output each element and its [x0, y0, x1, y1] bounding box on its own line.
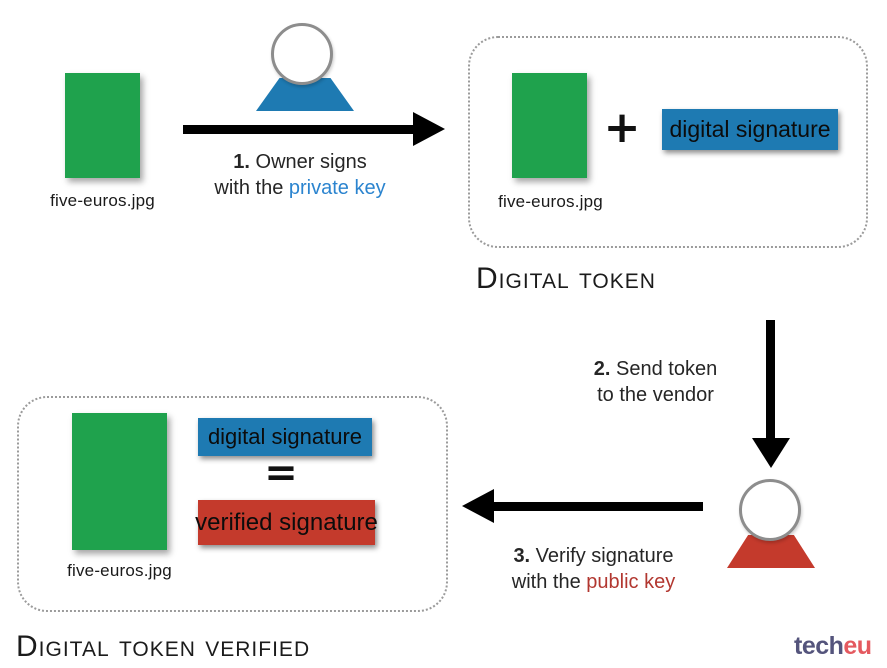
logo-eu-text: eu	[843, 632, 872, 660]
arrow-right-shaft	[183, 125, 416, 134]
step1-line2: with the private key	[165, 176, 435, 202]
verified-token-box	[17, 396, 448, 612]
verified-five-euros-image	[72, 413, 167, 550]
digital-token-box	[468, 36, 868, 248]
step3-line2: with the public key	[486, 570, 701, 596]
step2-number: 2.	[593, 358, 611, 380]
file-label: five-euros.jpg	[50, 191, 155, 210]
arrow-down-head	[752, 438, 790, 468]
verified-token-title: Digital token verified	[16, 630, 311, 663]
plus-icon: +	[603, 102, 641, 153]
arrow-left-head	[462, 489, 494, 523]
arrow-right-head	[413, 112, 445, 146]
public-key-text: public key	[586, 570, 676, 593]
step3-number: 3.	[513, 545, 531, 567]
step2-text: Send token	[610, 358, 718, 380]
verified-file-label: five-euros.jpg	[67, 561, 172, 580]
owner-head-shape	[271, 23, 333, 85]
verified-signature-chip: verified signature	[195, 500, 378, 545]
step3-line2-prefix: with the	[511, 570, 587, 593]
logo-tech-text: tech	[794, 632, 844, 660]
arrow-down-shaft	[766, 320, 775, 439]
vendor-head-shape	[739, 479, 801, 541]
techeu-logo: techeu	[794, 632, 872, 661]
step3-text: Verify signature	[530, 545, 674, 567]
step1-number: 1.	[233, 151, 250, 173]
step3-line1: 3. Verify signature	[486, 544, 701, 570]
token-five-euros-image	[512, 73, 587, 178]
five-euros-image	[65, 73, 140, 178]
token-file-label: five-euros.jpg	[498, 192, 603, 211]
step3-caption: 3. Verify signature with the public key	[486, 544, 701, 595]
step2-line1: 2. Send token	[568, 357, 743, 383]
step1-caption: 1. Owner signs with the private key	[165, 150, 435, 201]
private-key-text: private key	[288, 176, 386, 199]
equals-icon: =	[264, 450, 298, 496]
step1-line1: 1. Owner signs	[165, 150, 435, 176]
verified-digital-signature-chip: digital signature	[198, 418, 372, 456]
step2-line2: to the vendor	[597, 383, 714, 406]
step2-caption: 2. Send token to the vendor	[568, 357, 743, 408]
digital-signature-chip: digital signature	[662, 109, 838, 150]
step1-text: Owner signs	[249, 151, 367, 173]
digital-token-title: Digital token	[476, 262, 656, 295]
arrow-left-shaft	[490, 502, 703, 511]
step1-line2-prefix: with the	[214, 176, 289, 199]
